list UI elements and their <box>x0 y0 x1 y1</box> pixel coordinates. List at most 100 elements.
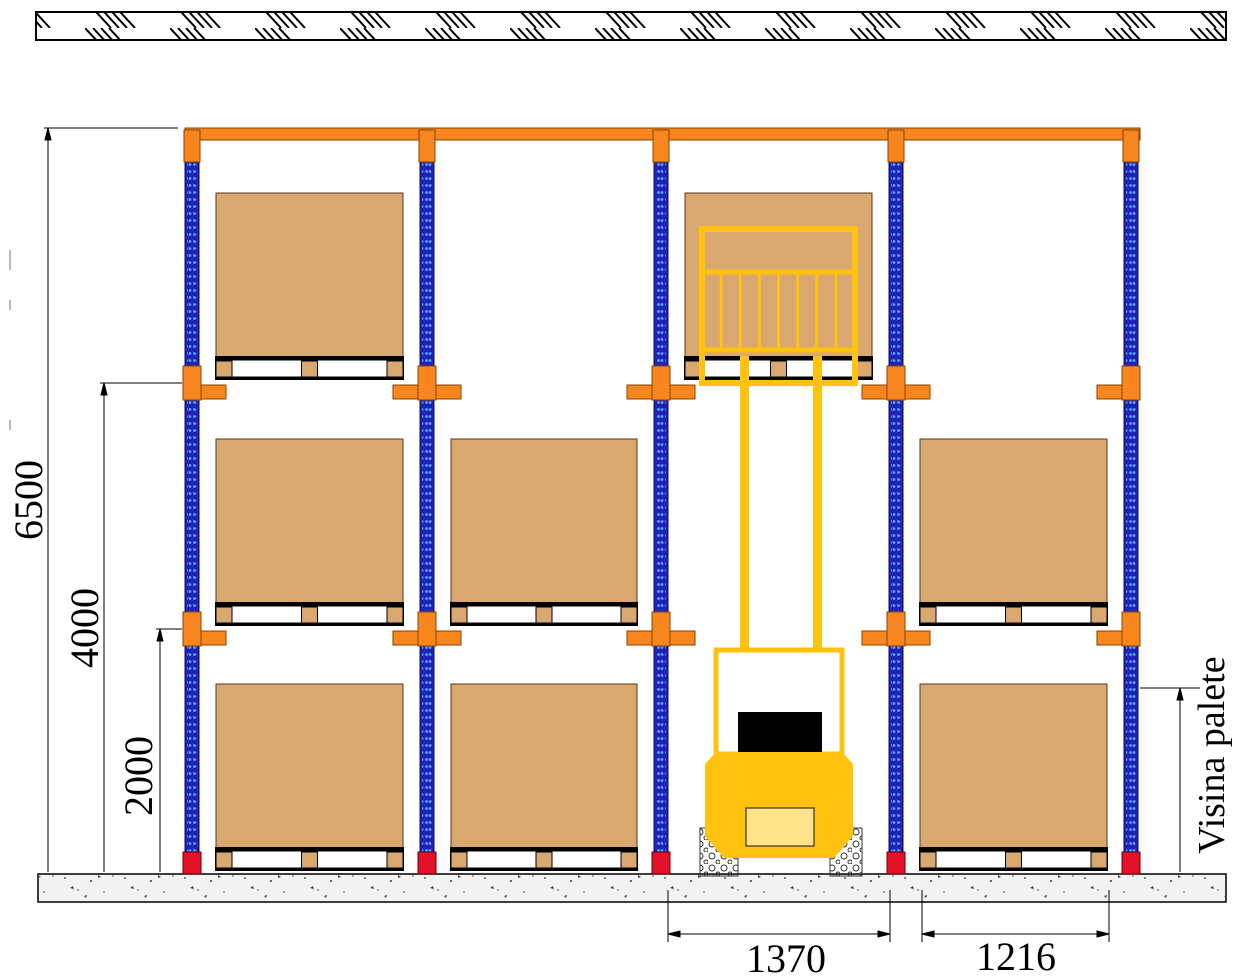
pallet-block <box>450 606 468 624</box>
pallet-load <box>215 683 404 871</box>
rail-arm-left <box>861 384 888 400</box>
dim-total-height: 6500 <box>6 460 51 540</box>
pallet-block <box>684 360 702 378</box>
rail-bracket <box>182 365 227 401</box>
rail-bracket <box>182 611 227 647</box>
rail-arm-right <box>200 384 227 400</box>
rail-bracket <box>626 611 696 647</box>
rail-arm-right <box>435 630 462 646</box>
rail-bracket-plate <box>417 611 437 647</box>
rail-arm-right <box>904 630 931 646</box>
pallet-block <box>1005 606 1022 624</box>
pallet-block <box>1090 851 1108 869</box>
cargo-box <box>919 438 1108 604</box>
pallet-block <box>386 851 404 869</box>
rail-bracket-plate <box>417 365 437 401</box>
base-plate <box>182 851 202 875</box>
rail-arm-left <box>626 630 653 646</box>
rack-structure <box>182 127 1141 875</box>
pallet-block <box>215 851 233 869</box>
pallet-block <box>620 851 638 869</box>
rail-arm-left <box>392 630 419 646</box>
dim-level-1: 2000 <box>116 736 161 816</box>
upright <box>1121 129 1141 875</box>
top-connector <box>418 129 436 163</box>
rail-arm-right <box>435 384 462 400</box>
upright-perforation <box>891 130 901 874</box>
rail-arm-right <box>904 384 931 400</box>
cargo-box <box>450 438 638 604</box>
rail-bracket <box>392 365 462 401</box>
base-plate <box>1121 851 1141 875</box>
pallet-block <box>301 606 318 624</box>
pallet-load <box>919 683 1108 871</box>
pallet-block <box>620 606 638 624</box>
upright-perforation <box>422 130 432 874</box>
pallet-block <box>1005 851 1022 869</box>
pallet-block <box>301 851 318 869</box>
upright-perforation <box>1126 130 1136 874</box>
rail-bracket <box>1096 365 1141 401</box>
upright-perforation <box>656 130 666 874</box>
rail-bracket-plate <box>886 611 906 647</box>
rail-bracket-plate <box>886 365 906 401</box>
base-plate <box>651 851 671 875</box>
pallet-block <box>855 360 873 378</box>
base-plate <box>417 851 437 875</box>
upright <box>651 129 671 875</box>
upright <box>182 129 202 875</box>
rail-arm-left <box>626 384 653 400</box>
dim-bay-width: 1216 <box>976 934 1056 976</box>
rail-arm-left <box>861 630 888 646</box>
dim-pallet-height: Visina palete <box>1191 656 1233 853</box>
pallet-block <box>386 360 404 378</box>
cargo-box <box>215 438 404 604</box>
pallet-block <box>301 360 318 378</box>
pallet-block <box>450 851 468 869</box>
rail-bracket <box>392 611 462 647</box>
pallet-block <box>919 851 937 869</box>
rail-bracket-plate <box>182 611 202 647</box>
upright <box>886 129 906 875</box>
rail-bracket <box>1096 611 1141 647</box>
pallet-load <box>450 438 638 626</box>
pallet-load <box>450 683 638 871</box>
pallet-load <box>215 438 404 626</box>
rail-bracket-plate <box>1121 611 1141 647</box>
pallet-block <box>919 606 937 624</box>
base-plate <box>886 851 906 875</box>
pallet-block <box>1090 606 1108 624</box>
pallet-block <box>535 851 553 869</box>
rail-bracket-plate <box>1121 365 1141 401</box>
cargo-box <box>450 683 638 849</box>
pallet-block <box>215 360 233 378</box>
rail-arm-left <box>1096 630 1123 646</box>
top-connector <box>183 129 201 163</box>
upright <box>417 129 437 875</box>
cargo-box <box>215 192 404 358</box>
dim-level-2: 4000 <box>62 588 107 668</box>
pallet-block <box>215 606 233 624</box>
forklift-icon <box>699 226 863 877</box>
pallet-load <box>215 192 404 380</box>
pallet-load <box>919 438 1108 626</box>
cargo-box <box>215 683 404 849</box>
top-connector <box>652 129 670 163</box>
pallet-block <box>770 360 787 378</box>
rail-arm-right <box>669 630 696 646</box>
top-connector <box>1122 129 1140 163</box>
cargo-box <box>919 683 1108 849</box>
dimension-lines <box>9 127 1200 942</box>
rail-bracket-plate <box>182 365 202 401</box>
rail-bracket <box>626 365 696 401</box>
dim-aisle-width: 1370 <box>746 936 826 976</box>
rail-bracket-plate <box>651 365 671 401</box>
rail-arm-left <box>392 384 419 400</box>
pallet-block <box>386 606 404 624</box>
rail-arm-left <box>1096 384 1123 400</box>
pallet-block <box>535 606 553 624</box>
ceiling-hatch <box>35 11 1227 41</box>
floor-slab <box>37 873 1227 903</box>
rail-arm-right <box>200 630 227 646</box>
